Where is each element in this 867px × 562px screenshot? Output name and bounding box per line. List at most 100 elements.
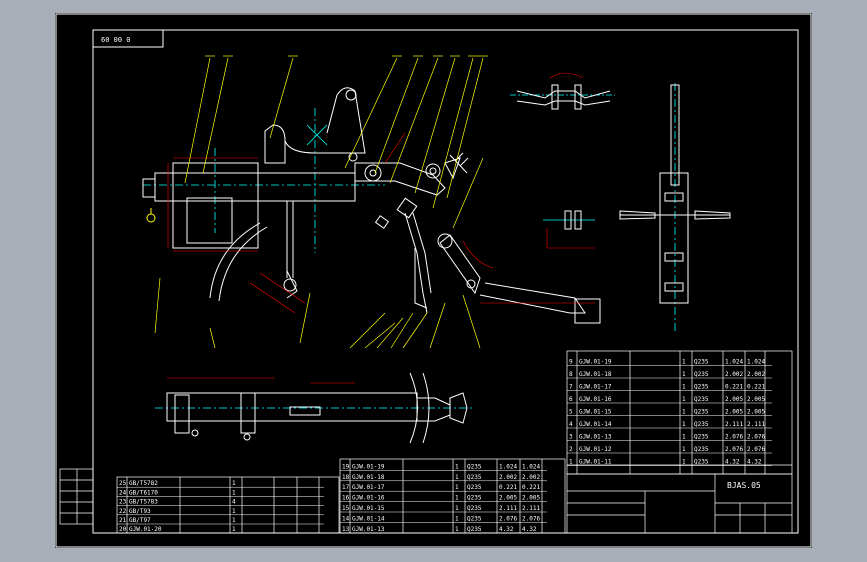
table-cell: 25: [119, 480, 127, 487]
table-cell: 1: [682, 384, 686, 391]
table-cell: 1: [232, 480, 236, 487]
table-cell: 0.221: [725, 384, 743, 391]
table-cell: 1.024: [522, 463, 540, 470]
table-cell: 15: [342, 505, 350, 512]
table-cell: 2.076: [747, 434, 765, 441]
table-cell: 23: [119, 499, 127, 506]
table-cell: 17: [342, 484, 350, 491]
table-cell: GJW.01-17: [352, 484, 385, 491]
table-cell: 5: [569, 409, 573, 416]
table-cell: GJW.01-11: [579, 459, 612, 466]
table-cell: Q235: [694, 459, 709, 466]
table-cell: 2.002: [522, 474, 540, 481]
table-cell: 8: [569, 371, 573, 378]
table-cell: Q235: [694, 384, 709, 391]
table-cell: 1: [232, 526, 236, 533]
table-cell: 4.32: [725, 459, 740, 466]
table-cell: 22: [119, 508, 127, 515]
table-cell: 2.111: [499, 505, 517, 512]
table-cell: GJW.01-19: [352, 463, 385, 470]
detail-lower-right: [479, 282, 601, 324]
table-cell: Q235: [467, 495, 482, 502]
table-cell: GB/T6170: [129, 489, 158, 496]
table-cell: 18: [342, 474, 350, 481]
table-cell: 1: [455, 463, 459, 470]
table-cell: Q235: [694, 371, 709, 378]
frame-label-box: [92, 29, 164, 48]
table-cell: 16: [342, 495, 350, 502]
parts-table-right: [566, 350, 793, 475]
table-cell: 2.076: [499, 515, 517, 522]
table-cell: 14: [342, 515, 350, 522]
table-cell: Q235: [467, 515, 482, 522]
table-cell: 1: [682, 421, 686, 428]
table-cell: 20: [119, 526, 127, 533]
title-block: [566, 473, 793, 534]
table-cell: 2.076: [522, 515, 540, 522]
table-cell: Q235: [694, 409, 709, 416]
table-cell: 2.005: [747, 409, 765, 416]
table-cell: 7: [569, 384, 573, 391]
table-cell: 2.002: [725, 371, 743, 378]
table-cell: GB/T5783: [129, 499, 158, 506]
table-cell: 21: [119, 517, 127, 524]
table-cell: 1.024: [499, 463, 517, 470]
table-cell: 1: [455, 515, 459, 522]
table-cell: 24: [119, 489, 127, 496]
table-cell: GB/T5782: [129, 480, 158, 487]
table-cell: 2.005: [725, 409, 743, 416]
table-cell: GJW.01-19: [579, 359, 612, 366]
table-cell: 1: [232, 508, 236, 515]
table-cell: 1: [455, 474, 459, 481]
table-cell: GJW.01-13: [352, 526, 385, 533]
table-cell: 1: [682, 359, 686, 366]
table-cell: 1: [232, 517, 236, 524]
table-cell: GJW.01-14: [579, 421, 612, 428]
table-cell: 1: [682, 434, 686, 441]
table-cell: Q235: [694, 359, 709, 366]
table-cell: 4: [232, 499, 236, 506]
table-cell: 9: [569, 359, 573, 366]
table-cell: 4: [569, 421, 573, 428]
table-cell: 1: [455, 495, 459, 502]
table-cell: 2.111: [725, 421, 743, 428]
table-cell: 6: [569, 396, 573, 403]
drawing-code: BJAS.05: [727, 481, 761, 490]
table-cell: GJW.01-12: [579, 446, 612, 453]
assembly-drawing: 60 00 0: [55, 13, 812, 548]
table-cell: 0.221: [499, 484, 517, 491]
table-cell: 4.32: [522, 526, 537, 533]
table-cell: Q235: [467, 474, 482, 481]
table-cell: GJW.01-15: [352, 505, 385, 512]
detail-top-right: [510, 72, 615, 110]
table-cell: 2.005: [522, 495, 540, 502]
table-cell: GJW.01-18: [579, 371, 612, 378]
table-cell: GJW.01-18: [352, 474, 385, 481]
detail-mid-right: [543, 210, 595, 249]
table-cell: 2: [569, 446, 573, 453]
table-cell: GJW.01-14: [352, 515, 385, 522]
table-cell: 2.111: [747, 421, 765, 428]
table-cell: 2.002: [747, 371, 765, 378]
table-cell: 1: [455, 505, 459, 512]
cad-viewport[interactable]: 60 00 0: [55, 13, 812, 548]
table-cell: 1: [569, 459, 573, 466]
table-cell: 1: [682, 371, 686, 378]
sheet-border: [55, 13, 812, 548]
leader-lines-top: [154, 57, 484, 349]
table-cell: 2.002: [499, 474, 517, 481]
table-cell: 2.005: [747, 396, 765, 403]
table-cell: GB/T93: [129, 508, 151, 515]
table-cell: Q235: [694, 396, 709, 403]
table-cell: 1: [682, 459, 686, 466]
table-cell: GJW.01-16: [352, 495, 385, 502]
table-cell: Q235: [467, 463, 482, 470]
table-cell: Q235: [467, 505, 482, 512]
table-cell: 1: [682, 409, 686, 416]
revision-margin: [59, 468, 94, 525]
table-cell: 2.076: [725, 434, 743, 441]
table-cell: GJW.01-16: [579, 396, 612, 403]
table-cell: 1.024: [725, 359, 743, 366]
